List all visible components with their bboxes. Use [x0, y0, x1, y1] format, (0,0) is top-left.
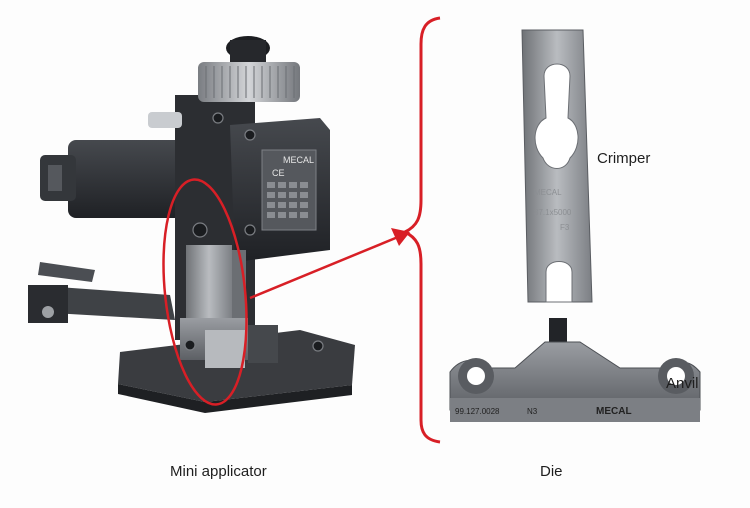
crimper-code-text: 37.1x5000	[534, 208, 572, 217]
anvil-sub-text: N3	[527, 407, 538, 416]
ce-mark-text: CE	[272, 168, 285, 178]
die-caption: Die	[540, 463, 563, 480]
callout-arrow-line	[249, 235, 399, 300]
anvil-code-text: 99.127.0028	[455, 407, 500, 416]
applicator-brand-text: MECAL	[283, 155, 314, 165]
crimper-brand-text: MECAL	[534, 188, 562, 197]
die-brace	[401, 16, 441, 444]
anvil-image: 99.127.0028 N3 MECAL	[449, 318, 701, 422]
anvil-label: Anvil	[666, 375, 699, 392]
crimper-image: MECAL 37.1x5000 F3	[521, 29, 593, 303]
anvil-brand-text: MECAL	[596, 406, 632, 417]
crimper-label: Crimper	[597, 150, 651, 167]
crimper-sub-text: F3	[560, 223, 570, 232]
highlight-ellipse	[162, 178, 248, 406]
mini-applicator-caption: Mini applicator	[170, 463, 267, 480]
mini-applicator-image: MECAL CE	[28, 36, 355, 413]
